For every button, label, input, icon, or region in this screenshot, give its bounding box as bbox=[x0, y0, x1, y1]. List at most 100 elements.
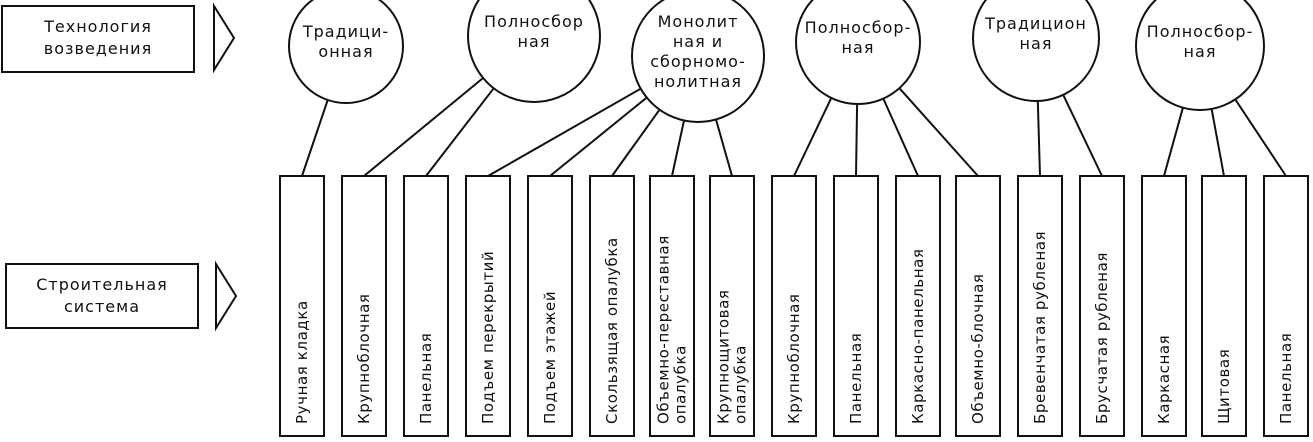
technology-row-label-line-1: Технология bbox=[43, 17, 152, 36]
system-row-label-line-2: система bbox=[64, 297, 140, 316]
technology-node: Полносбор-ная bbox=[1135, 0, 1265, 111]
system-row-label-line-1: Строительная bbox=[36, 275, 168, 294]
connector-line bbox=[1062, 94, 1103, 177]
connector-line bbox=[487, 87, 642, 177]
system-box bbox=[403, 175, 449, 437]
system-label: Каркасно-панельная bbox=[909, 248, 927, 424]
connector-line bbox=[898, 87, 979, 177]
system-box bbox=[1141, 175, 1187, 437]
technology-circle bbox=[795, 0, 921, 105]
connector-line bbox=[793, 97, 833, 177]
system-node: Подъем этажей bbox=[527, 175, 573, 437]
connector-line bbox=[549, 96, 648, 177]
technology-row-arrow-icon bbox=[213, 2, 236, 74]
system-box bbox=[1201, 175, 1247, 437]
connectors bbox=[301, 77, 1287, 177]
technology-circle bbox=[1135, 0, 1265, 111]
system-label: Подъем этажей bbox=[541, 291, 559, 424]
connector-line bbox=[425, 87, 495, 177]
system-label: Подъем перекрытий bbox=[479, 251, 497, 424]
system-row-arrow-icon bbox=[215, 260, 238, 332]
system-label: опалубка bbox=[672, 345, 690, 424]
system-label: Брусчатая рубленая bbox=[1093, 252, 1111, 424]
technology-circle bbox=[972, 0, 1100, 102]
system-label: Панельная bbox=[847, 333, 865, 424]
connector-line bbox=[1234, 98, 1287, 177]
system-box bbox=[589, 175, 635, 437]
technology-label: ная и bbox=[673, 32, 723, 51]
system-box bbox=[895, 175, 941, 437]
connector-line bbox=[611, 109, 661, 177]
system-box bbox=[709, 175, 755, 437]
system-box bbox=[1079, 175, 1125, 437]
system-box bbox=[1017, 175, 1063, 437]
technology-label: Полносбор- bbox=[1147, 22, 1254, 41]
connector-line bbox=[1163, 107, 1184, 177]
technology-label: ная bbox=[518, 32, 551, 51]
system-node: Скользящая опалубка bbox=[589, 175, 635, 437]
technology-circle bbox=[288, 0, 404, 104]
system-box bbox=[771, 175, 817, 437]
system-box bbox=[279, 175, 325, 437]
row-labels: Технология возведения Строительная систе… bbox=[1, 2, 238, 332]
system-node: Крупноблочная bbox=[771, 175, 817, 437]
system-label: Панельная bbox=[417, 333, 435, 424]
connector-line bbox=[715, 119, 733, 177]
system-label: Щитовая bbox=[1215, 349, 1233, 424]
system-box bbox=[527, 175, 573, 437]
system-box bbox=[465, 175, 511, 437]
system-node: Объемно-блочная bbox=[955, 175, 1001, 437]
system-label: Ручная кладка bbox=[293, 300, 311, 424]
system-label: Скользящая опалубка bbox=[603, 237, 621, 424]
system-node: Щитовая bbox=[1201, 175, 1247, 437]
technology-label: сборномо- bbox=[650, 52, 746, 71]
system-box bbox=[649, 175, 695, 437]
technology-node: Традици-онная bbox=[288, 0, 404, 104]
connector-line bbox=[1036, 100, 1041, 177]
technology-circle bbox=[467, 0, 601, 103]
technology-label: Полносбор bbox=[484, 12, 584, 31]
system-label: Объемно-блочная bbox=[969, 274, 987, 425]
system-label: Бревенчатая рубленая bbox=[1031, 231, 1049, 424]
system-node: Панельная bbox=[403, 175, 449, 437]
technology-row-label-box bbox=[1, 5, 195, 73]
system-node: Панельная bbox=[1263, 175, 1309, 437]
connector-line bbox=[882, 98, 919, 177]
connector-line bbox=[1210, 108, 1225, 177]
technology-label: ная bbox=[1184, 42, 1217, 61]
system-node: Каркасно-панельная bbox=[895, 175, 941, 437]
system-node: Бревенчатая рубленая bbox=[1017, 175, 1063, 437]
connector-line bbox=[671, 120, 685, 177]
technology-label: Традицион bbox=[984, 14, 1087, 33]
system-label: Крупнощитовая bbox=[715, 290, 733, 425]
system-label: Крупноблочная bbox=[785, 293, 803, 424]
system-box bbox=[833, 175, 879, 437]
system-node: Брусчатая рубленая bbox=[1079, 175, 1125, 437]
technology-label: Монолит bbox=[658, 12, 739, 31]
system-node: Ручная кладка bbox=[279, 175, 325, 437]
system-box bbox=[1263, 175, 1309, 437]
system-node: Подъем перекрытий bbox=[465, 175, 511, 437]
technology-row-label-line-2: возведения bbox=[44, 39, 152, 58]
system-node: Крупноблочная bbox=[341, 175, 387, 437]
technology-label: ная bbox=[1020, 34, 1053, 53]
system-node: Панельная bbox=[833, 175, 879, 437]
system-box bbox=[341, 175, 387, 437]
technology-circle bbox=[631, 0, 765, 123]
system-label: Каркасная bbox=[1155, 335, 1173, 424]
system-row-label: Строительная система bbox=[5, 260, 238, 332]
system-label: опалубка bbox=[732, 345, 750, 424]
connector-line bbox=[855, 103, 859, 177]
technology-node: Полносбор-ная bbox=[795, 0, 921, 105]
system-boxes: Ручная кладка Крупноблочная Панельная Подъе… bbox=[279, 175, 1309, 437]
system-label: Крупноблочная bbox=[355, 293, 373, 424]
system-label: Объемно-переставная bbox=[655, 235, 673, 424]
technology-label: ная bbox=[842, 38, 875, 57]
